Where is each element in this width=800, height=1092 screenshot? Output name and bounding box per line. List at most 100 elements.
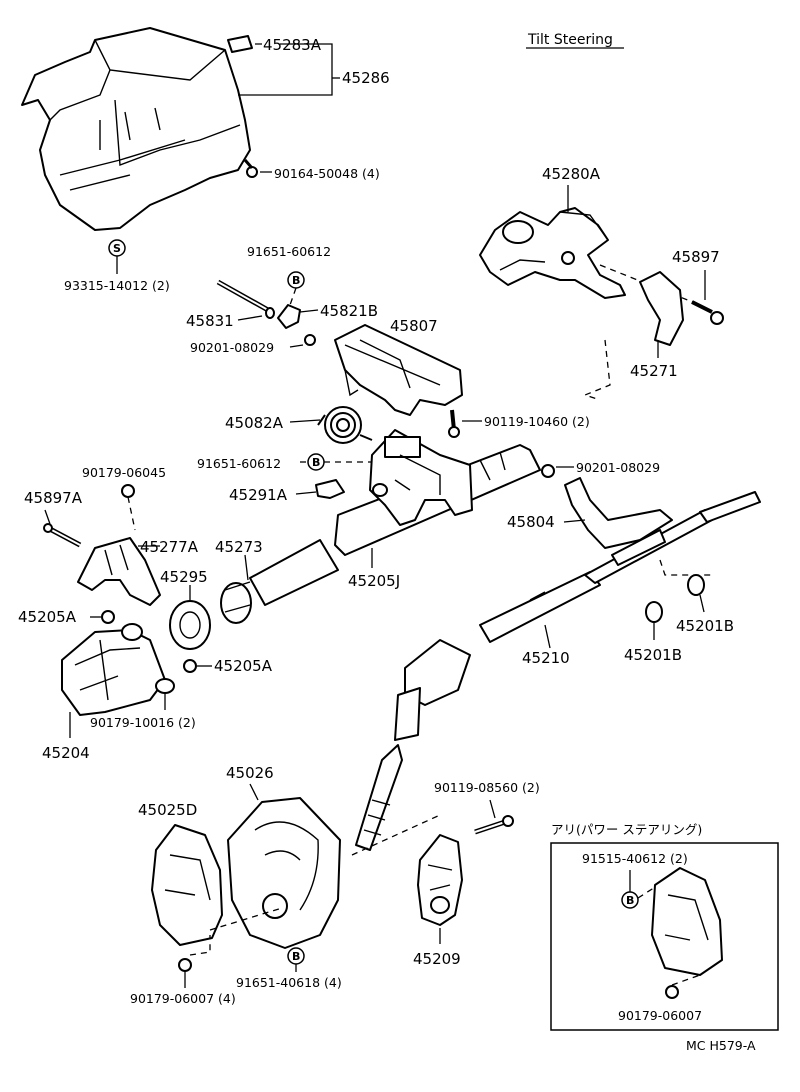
dash-line-45897: [599, 264, 701, 306]
tilt-bracket-45280A: [479, 207, 626, 299]
label-45286: 45286: [342, 69, 390, 87]
nut-90179-06007-a: [178, 958, 192, 972]
label-45271: 45271: [630, 362, 678, 380]
label-45201B-b: 45201B: [676, 617, 734, 635]
label-45283A: 45283A: [263, 36, 322, 54]
footer-code: MC H579-A: [686, 1038, 756, 1053]
label-45897: 45897: [672, 248, 720, 266]
label-90179-10016: 90179-10016 (2): [90, 715, 196, 730]
leader-45082A: [289, 419, 321, 423]
leader-90201-a: [289, 344, 304, 348]
spring-45082A: [317, 406, 373, 444]
s-symbol-letter: S: [113, 242, 121, 255]
label-45277A: 45277A: [140, 538, 199, 556]
leader-cover: [238, 43, 333, 173]
ring-45201B-a: [645, 601, 663, 623]
label-45831: 45831: [186, 312, 234, 330]
label-45821B: 45821B: [320, 302, 378, 320]
b-symbol-letter-d: B: [626, 894, 634, 907]
label-91651-40618: 91651-40618 (4): [236, 975, 342, 990]
lower-cover-45204: [61, 623, 166, 716]
screw-45205A-right: [183, 659, 197, 673]
label-45205A-left: 45205A: [18, 608, 77, 626]
label-90201-08029-a: 90201-08029: [190, 340, 274, 355]
label-91651-60612-b: 91651-60612: [197, 456, 281, 471]
leader-45804: [563, 519, 586, 523]
bracket-45277A: [77, 537, 161, 606]
bolt-45831: [216, 279, 275, 319]
dash-b-a: [289, 287, 297, 306]
column-cover-45286: [21, 27, 251, 231]
tube-45273: [220, 539, 339, 624]
label-45897A: 45897A: [24, 489, 83, 507]
label-90201-08029-b: 90201-08029: [576, 460, 660, 475]
inset-boot: [651, 867, 723, 976]
label-91515-40612: 91515-40612 (2): [582, 851, 688, 866]
leader-45821B: [299, 309, 319, 313]
label-93315-14012: 93315-14012 (2): [64, 278, 170, 293]
clip-45821B: [277, 304, 301, 329]
label-45807: 45807: [390, 317, 438, 335]
bolt-90119-08560: [474, 815, 514, 835]
label-45209: 45209: [413, 950, 461, 968]
label-45291A: 45291A: [229, 486, 288, 504]
washer-90201-b: [541, 464, 555, 478]
bracket-45277A-detail: [104, 544, 129, 576]
universal-joint-assembly: [355, 639, 471, 851]
label-45804: 45804: [507, 513, 555, 531]
label-90119-08560: 90119-08560 (2): [434, 780, 540, 795]
bushing-45295-inner: [179, 611, 201, 639]
label-45204: 45204: [42, 744, 90, 762]
dash-91515: [637, 883, 661, 899]
nut-90179-06045: [121, 484, 135, 498]
leader-45210: [544, 624, 551, 649]
dash-90179-d: [671, 974, 701, 986]
label-45026: 45026: [226, 764, 274, 782]
leader-45201B-b: [699, 594, 705, 613]
label-91651-60612-a: 91651-60612: [247, 244, 331, 259]
label-45273: 45273: [215, 538, 263, 556]
label-90179-06045: 90179-06045: [82, 465, 166, 480]
label-45210: 45210: [522, 649, 570, 667]
leader-45897A: [44, 509, 51, 525]
dash-line-bracket: [583, 339, 611, 401]
leader-45273: [244, 554, 249, 581]
ring-45201B-b: [687, 574, 705, 596]
label-45082A: 45082A: [225, 414, 284, 432]
bolt-45897: [691, 300, 724, 325]
joint-45209: [417, 834, 463, 926]
boot-cover-45026: [227, 797, 341, 949]
dash-45209: [351, 814, 441, 856]
label-45025D: 45025D: [138, 801, 197, 819]
leader-45026: [249, 783, 259, 801]
label-45280A: 45280A: [542, 165, 601, 183]
leader-45291A: [295, 491, 317, 495]
dash-45025D: [209, 907, 283, 931]
label-45295: 45295: [160, 568, 208, 586]
leader-90119-b: [489, 799, 496, 819]
diagram-title: Tilt Steering: [527, 32, 613, 48]
bolt-90119-10460: [448, 409, 460, 438]
washer-90201-a: [304, 334, 316, 346]
label-90119-10460: 90119-10460 (2): [484, 414, 590, 429]
upper-bracket: [369, 429, 473, 526]
nut-90179-06007-b: [665, 985, 679, 999]
plate-45807: [334, 324, 463, 416]
lever-45804: [564, 477, 673, 549]
label-45205J: 45205J: [348, 572, 400, 590]
label-45201B-a: 45201B: [624, 646, 682, 664]
boot-45025D: [151, 824, 223, 946]
label-90179-06007-a: 90179-06007 (4): [130, 991, 236, 1006]
nut-90179-10016: [155, 678, 175, 694]
leader-45831: [237, 315, 263, 321]
b-symbol-letter-b: B: [312, 456, 320, 469]
screw-45205A-left: [101, 610, 115, 624]
bolt-45897A: [43, 523, 82, 548]
screw-90164: [243, 159, 258, 178]
bushing-45295: [169, 600, 211, 650]
tilt-lever-45271: [639, 271, 684, 346]
inset-box: [550, 842, 779, 1031]
label-90179-06007-b: 90179-06007: [618, 1008, 702, 1023]
b-symbol-letter-c: B: [292, 950, 300, 963]
cover-cap-45283A: [227, 35, 253, 53]
